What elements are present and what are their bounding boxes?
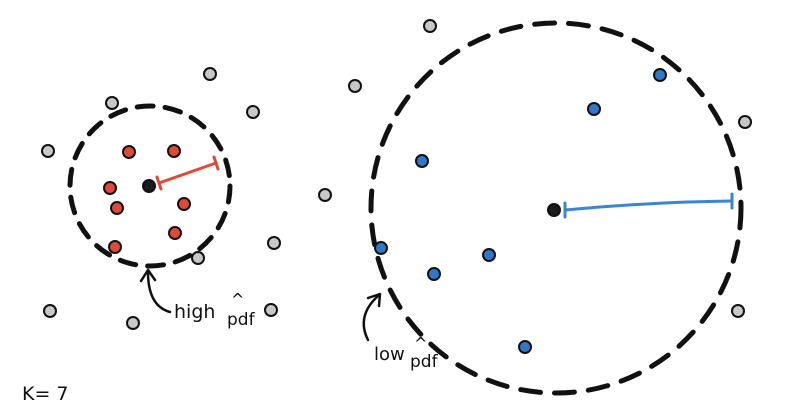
high-density-arrow	[139, 268, 172, 314]
neighbor-point	[415, 154, 429, 168]
low-pdf-label-word: low	[374, 344, 405, 365]
data-point	[731, 304, 745, 318]
low-density-query-point	[547, 203, 561, 217]
data-point	[126, 316, 140, 330]
annotation-arrows	[139, 268, 382, 342]
high-density-radius-line	[155, 155, 220, 191]
pdf-label-low: pdf	[410, 352, 439, 372]
neighbor-point	[587, 102, 601, 116]
data-point	[43, 304, 57, 318]
annotation-labels: high pdf ^ low pdf ^ K= 7	[22, 290, 439, 405]
neighbor-point	[108, 240, 122, 254]
neighbor-point	[103, 181, 117, 195]
neighbor-point	[482, 248, 496, 262]
neighbor-point	[518, 340, 532, 354]
data-point	[203, 67, 217, 81]
k-value-label: K= 7	[22, 383, 69, 405]
neighbor-point	[374, 241, 388, 255]
neighborhood-circles	[67, 20, 744, 396]
low-density-arrow	[362, 292, 382, 342]
red-neighbor-points	[103, 144, 191, 254]
pdf-hat-high: ^	[231, 290, 244, 309]
data-point	[423, 19, 437, 33]
neighbor-point	[177, 197, 191, 211]
background-points	[41, 19, 752, 330]
data-point	[318, 188, 332, 202]
data-point	[267, 236, 281, 250]
blue-neighbor-points	[374, 68, 667, 354]
data-point	[246, 105, 260, 119]
data-point	[191, 251, 205, 265]
data-point	[41, 144, 55, 158]
neighbor-point	[653, 68, 667, 82]
pdf-label-high: pdf	[227, 310, 256, 330]
data-point	[348, 79, 362, 93]
neighbor-point	[110, 201, 124, 215]
high-pdf-label-word: high	[174, 301, 215, 323]
data-point	[264, 303, 278, 317]
high-density-neighborhood-circle	[67, 103, 233, 269]
neighbor-point	[427, 267, 441, 281]
query-points	[142, 179, 561, 217]
neighbor-point	[122, 145, 136, 159]
neighbor-point	[167, 144, 181, 158]
neighbor-point	[168, 226, 182, 240]
data-point	[738, 115, 752, 129]
data-point	[105, 96, 119, 110]
low-density-radius-line	[563, 192, 734, 219]
radius-lines	[155, 155, 734, 219]
low-density-neighborhood-circle	[368, 20, 744, 396]
high-density-query-point	[142, 179, 156, 193]
pdf-hat-low: ^	[414, 334, 427, 353]
